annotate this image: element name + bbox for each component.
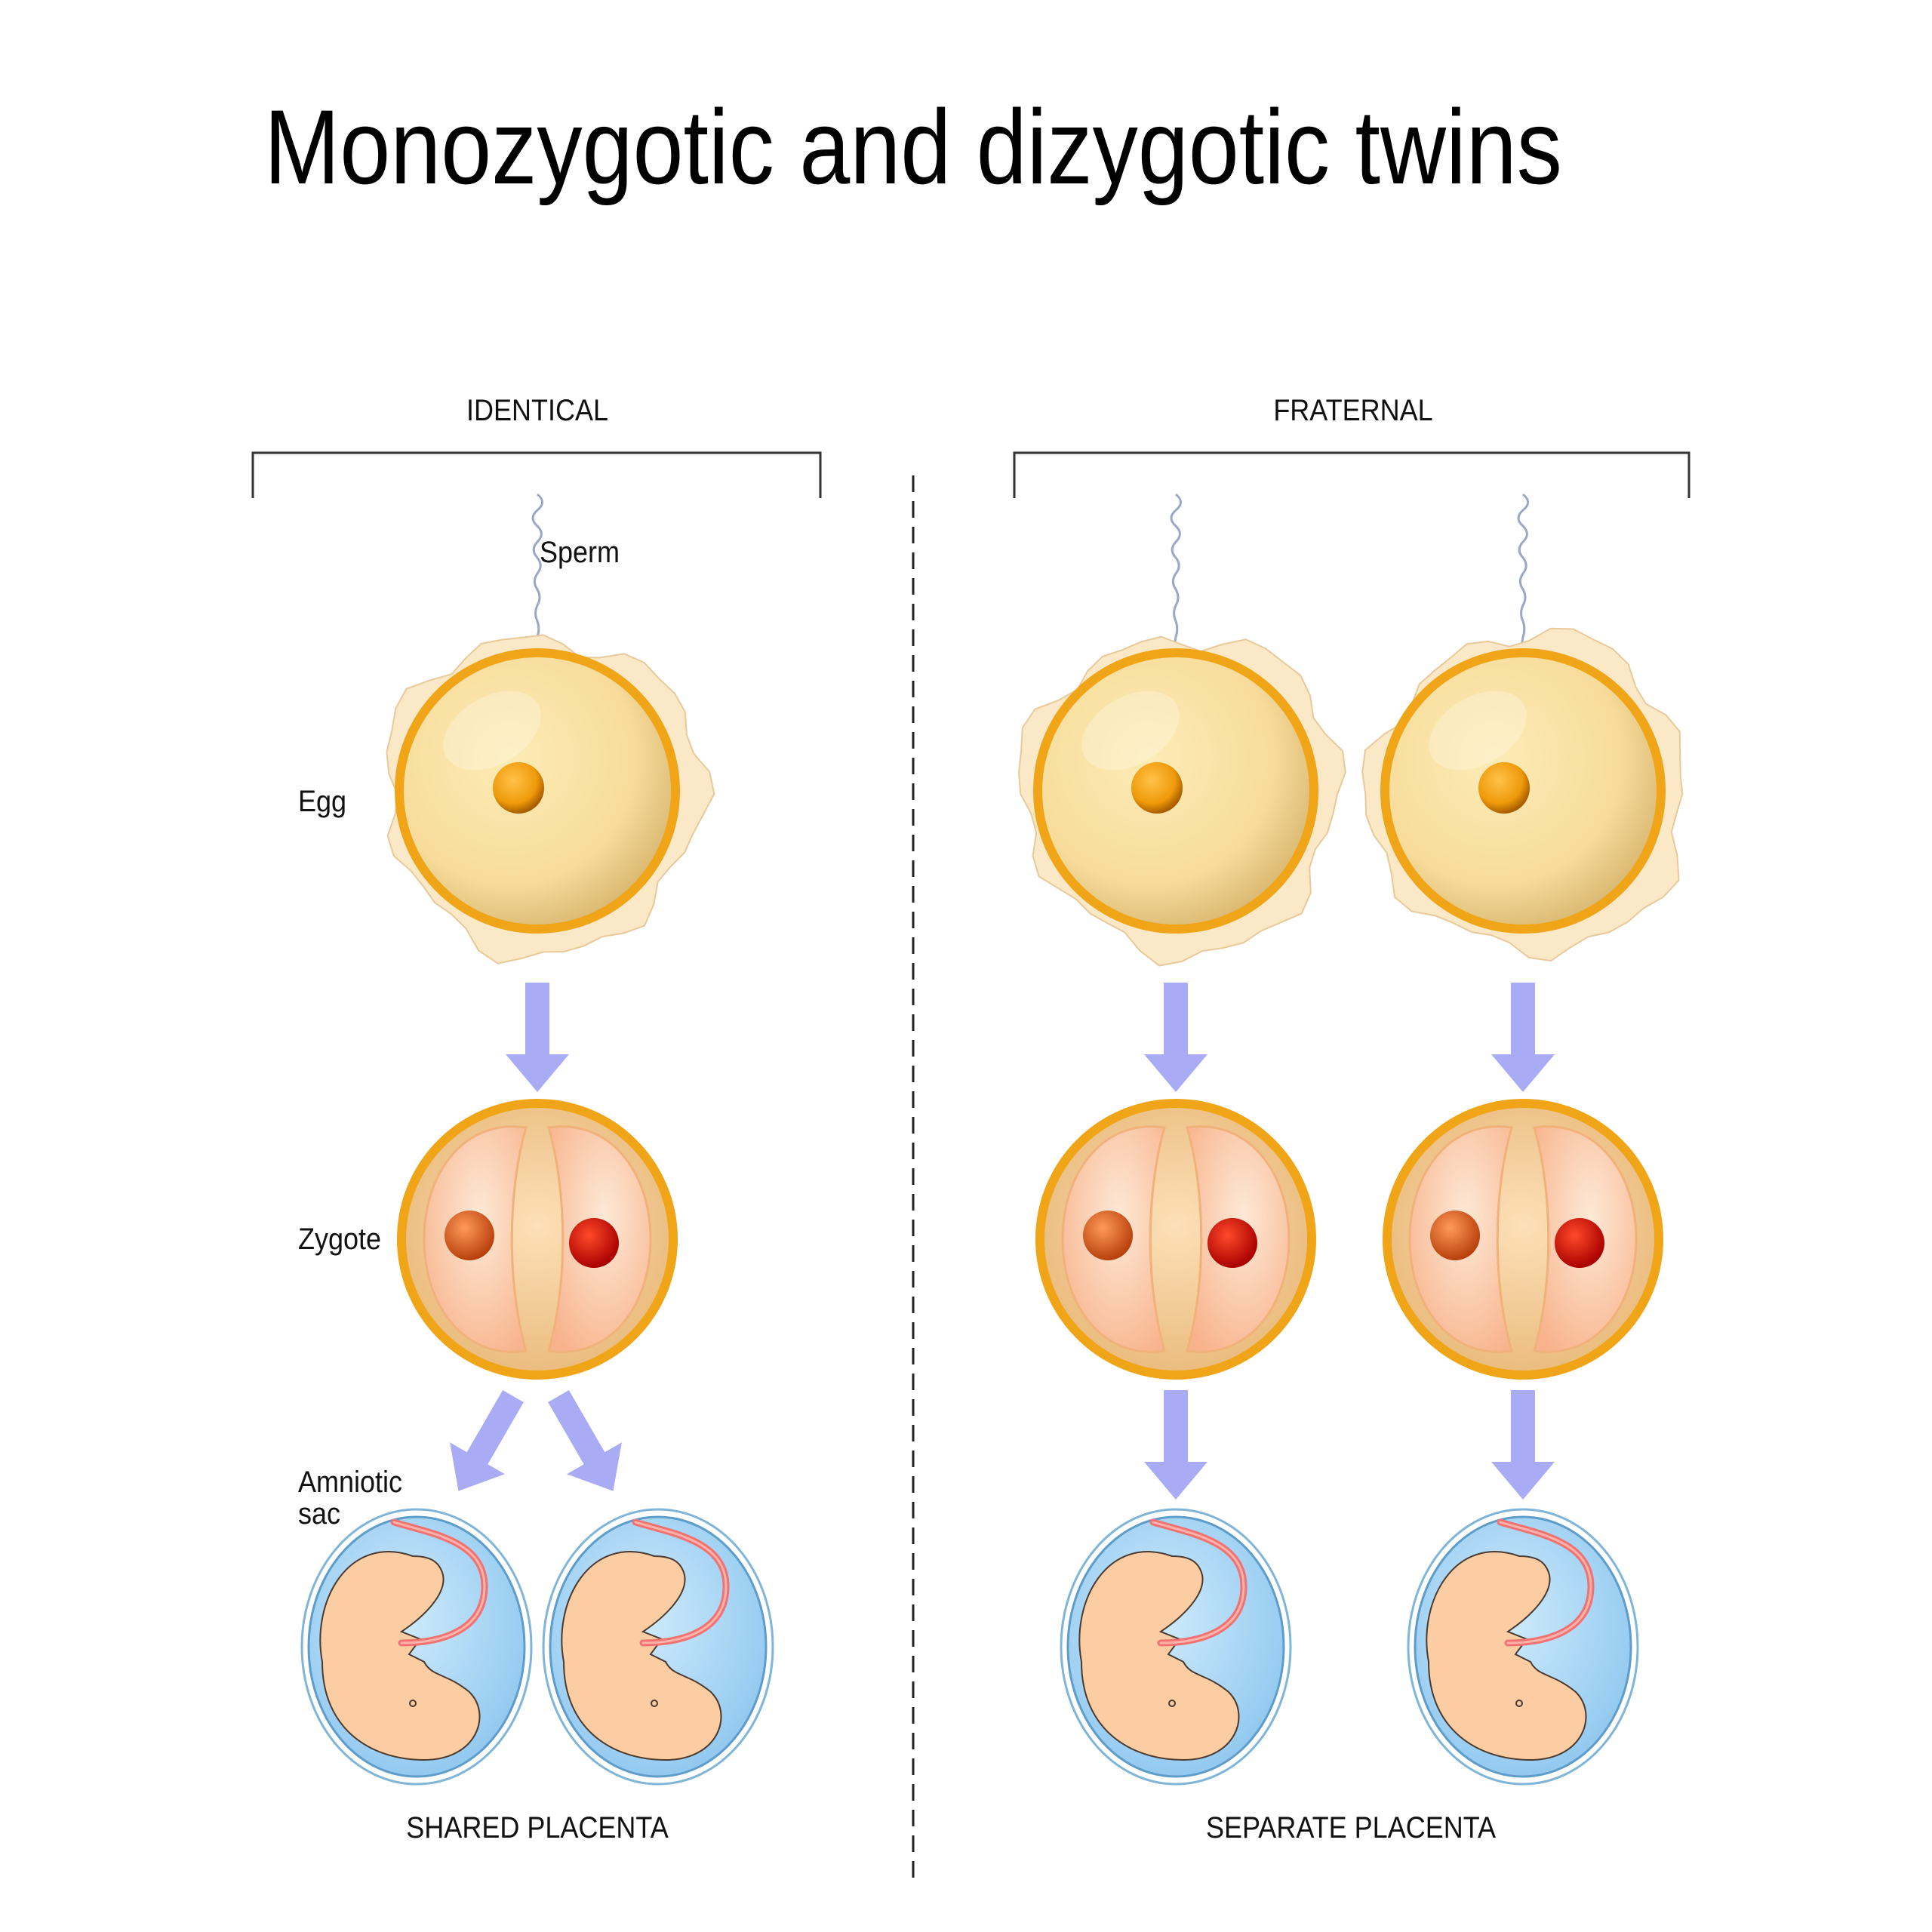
- identical-bracket: [253, 453, 820, 498]
- egg-icon: [386, 635, 714, 963]
- label-egg: Egg: [298, 783, 346, 820]
- embryo-icon: [1408, 1509, 1638, 1784]
- embryo-icon: [543, 1509, 773, 1784]
- down-arrow-icon: [1491, 1390, 1555, 1500]
- zygote-icon: [401, 1103, 673, 1375]
- egg-icon: [1362, 629, 1682, 961]
- embryo-icon: [1061, 1509, 1291, 1784]
- zygote-icon: [1387, 1103, 1659, 1375]
- split-arrow-left-icon: [431, 1380, 540, 1507]
- zygote-icon: [1040, 1103, 1312, 1375]
- footer-shared-placenta: SHARED PLACENTA: [406, 1810, 668, 1846]
- heading-identical: IDENTICAL: [466, 392, 608, 429]
- page-title: Monozygotic and dizygotic twins: [264, 87, 1627, 208]
- label-sac: sac: [298, 1496, 340, 1532]
- footer-separate-placenta: SEPARATE PLACENTA: [1206, 1810, 1496, 1846]
- down-arrow-icon: [1144, 983, 1208, 1092]
- down-arrow-icon: [1491, 983, 1555, 1092]
- egg-icon: [1019, 637, 1346, 966]
- fraternal-bracket: [1014, 453, 1689, 498]
- down-arrow-icon: [1144, 1390, 1208, 1500]
- label-amniotic: Amniotic: [298, 1464, 402, 1500]
- label-zygote: Zygote: [298, 1221, 381, 1257]
- split-arrow-right-icon: [531, 1380, 641, 1507]
- down-arrow-icon: [506, 983, 569, 1092]
- embryo-icon: [302, 1509, 531, 1784]
- label-sperm: Sperm: [540, 534, 620, 571]
- heading-fraternal: FRATERNAL: [1273, 392, 1432, 429]
